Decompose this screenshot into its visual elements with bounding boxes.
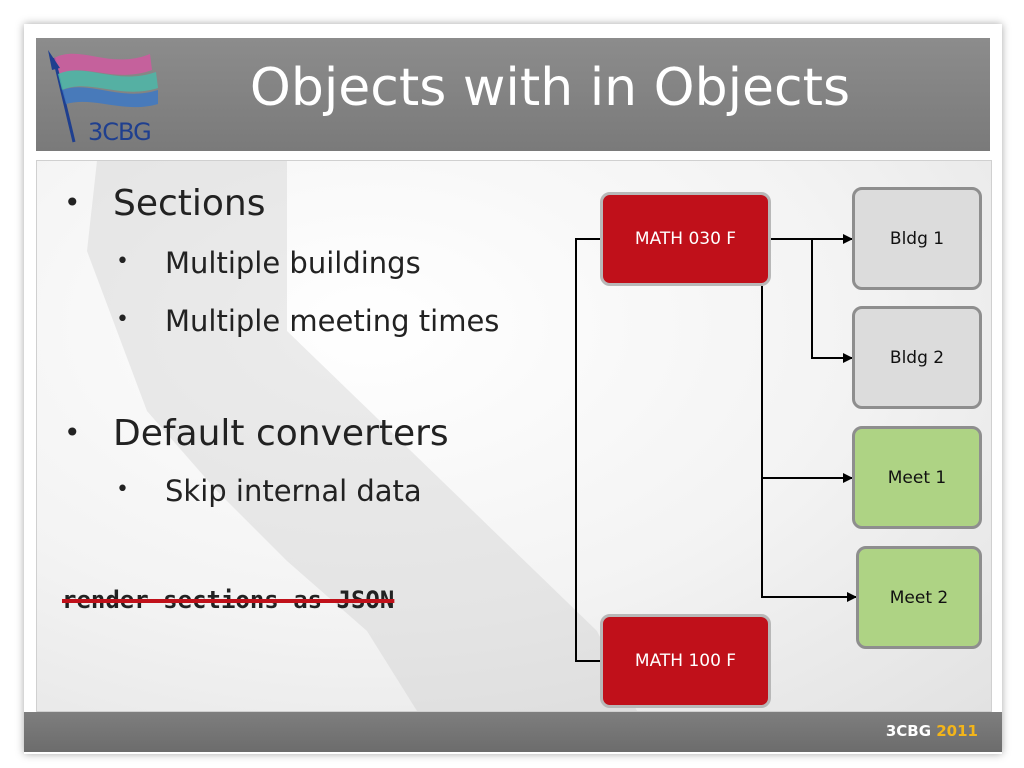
title-bar	[36, 38, 990, 151]
footer-brand-name: 3CBG	[885, 722, 932, 740]
building-box-2: Bldg 2	[852, 306, 982, 409]
bullet-default-converters: Default converters	[113, 413, 449, 454]
bullet-dot: •	[116, 307, 129, 332]
footer-bar	[24, 712, 1002, 752]
section-box-math-100: MATH 100 F	[600, 614, 771, 708]
bullet-dot: •	[116, 249, 129, 274]
footer-year: 2011	[936, 722, 978, 740]
logo-text: 3CBG	[88, 118, 152, 146]
meeting-box-1: Meet 1	[852, 426, 982, 529]
building-box-1: Bldg 1	[852, 187, 982, 290]
footer-brand: 3CBG 2011	[886, 722, 978, 740]
sub-bullet-buildings: Multiple buildings	[165, 246, 421, 280]
bullet-sections: Sections	[113, 183, 266, 224]
section-box-math-030: MATH 030 F	[600, 192, 771, 286]
sub-bullet-meeting-times: Multiple meeting times	[165, 304, 500, 338]
sub-bullet-skip-internal: Skip internal data	[165, 474, 422, 508]
slide-title: Objects with in Objects	[249, 58, 851, 118]
bullet-dot: •	[64, 186, 81, 219]
content-area	[36, 160, 992, 712]
california-map-watermark	[87, 161, 637, 711]
code-render-sections: render sections as JSON	[62, 586, 395, 614]
bullet-dot: •	[116, 477, 129, 502]
logo-flag-icon	[48, 50, 158, 143]
meeting-box-2: Meet 2	[856, 546, 982, 649]
bullet-dot: •	[64, 416, 81, 449]
